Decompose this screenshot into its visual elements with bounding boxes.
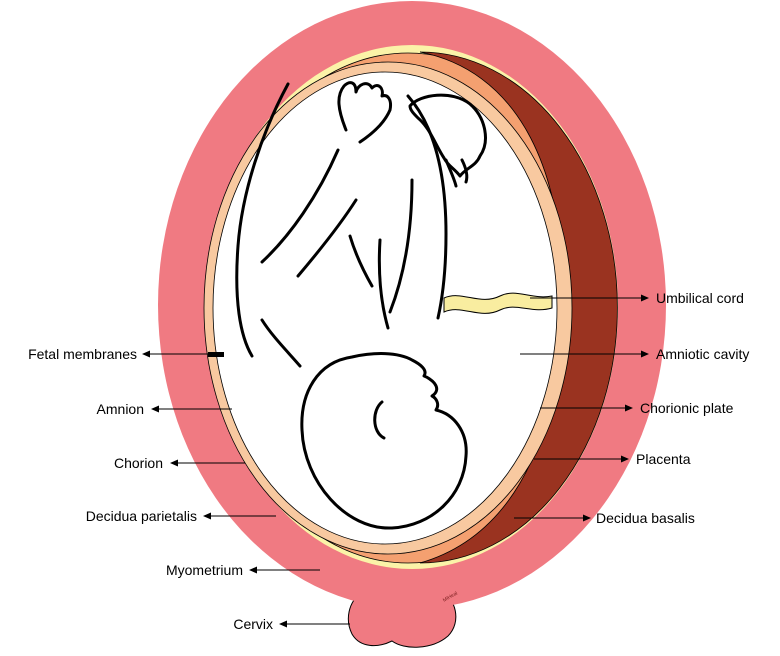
label-umbilical-cord: Umbilical cord <box>656 290 744 306</box>
label-chorionic-plate: Chorionic plate <box>640 400 734 416</box>
label-chorion: Chorion <box>114 455 163 471</box>
label-placenta: Placenta <box>636 451 691 467</box>
label-amnion: Amnion <box>97 401 144 417</box>
label-myometrium: Myometrium <box>166 562 243 578</box>
label-decidua-parietalis: Decidua parietalis <box>86 508 197 524</box>
label-decidua-basalis: Decidua basalis <box>596 510 695 526</box>
label-fetal-membranes: Fetal membranes <box>28 346 137 362</box>
label-cervix: Cervix <box>233 616 273 632</box>
label-amniotic-cavity: Amniotic cavity <box>656 346 749 362</box>
